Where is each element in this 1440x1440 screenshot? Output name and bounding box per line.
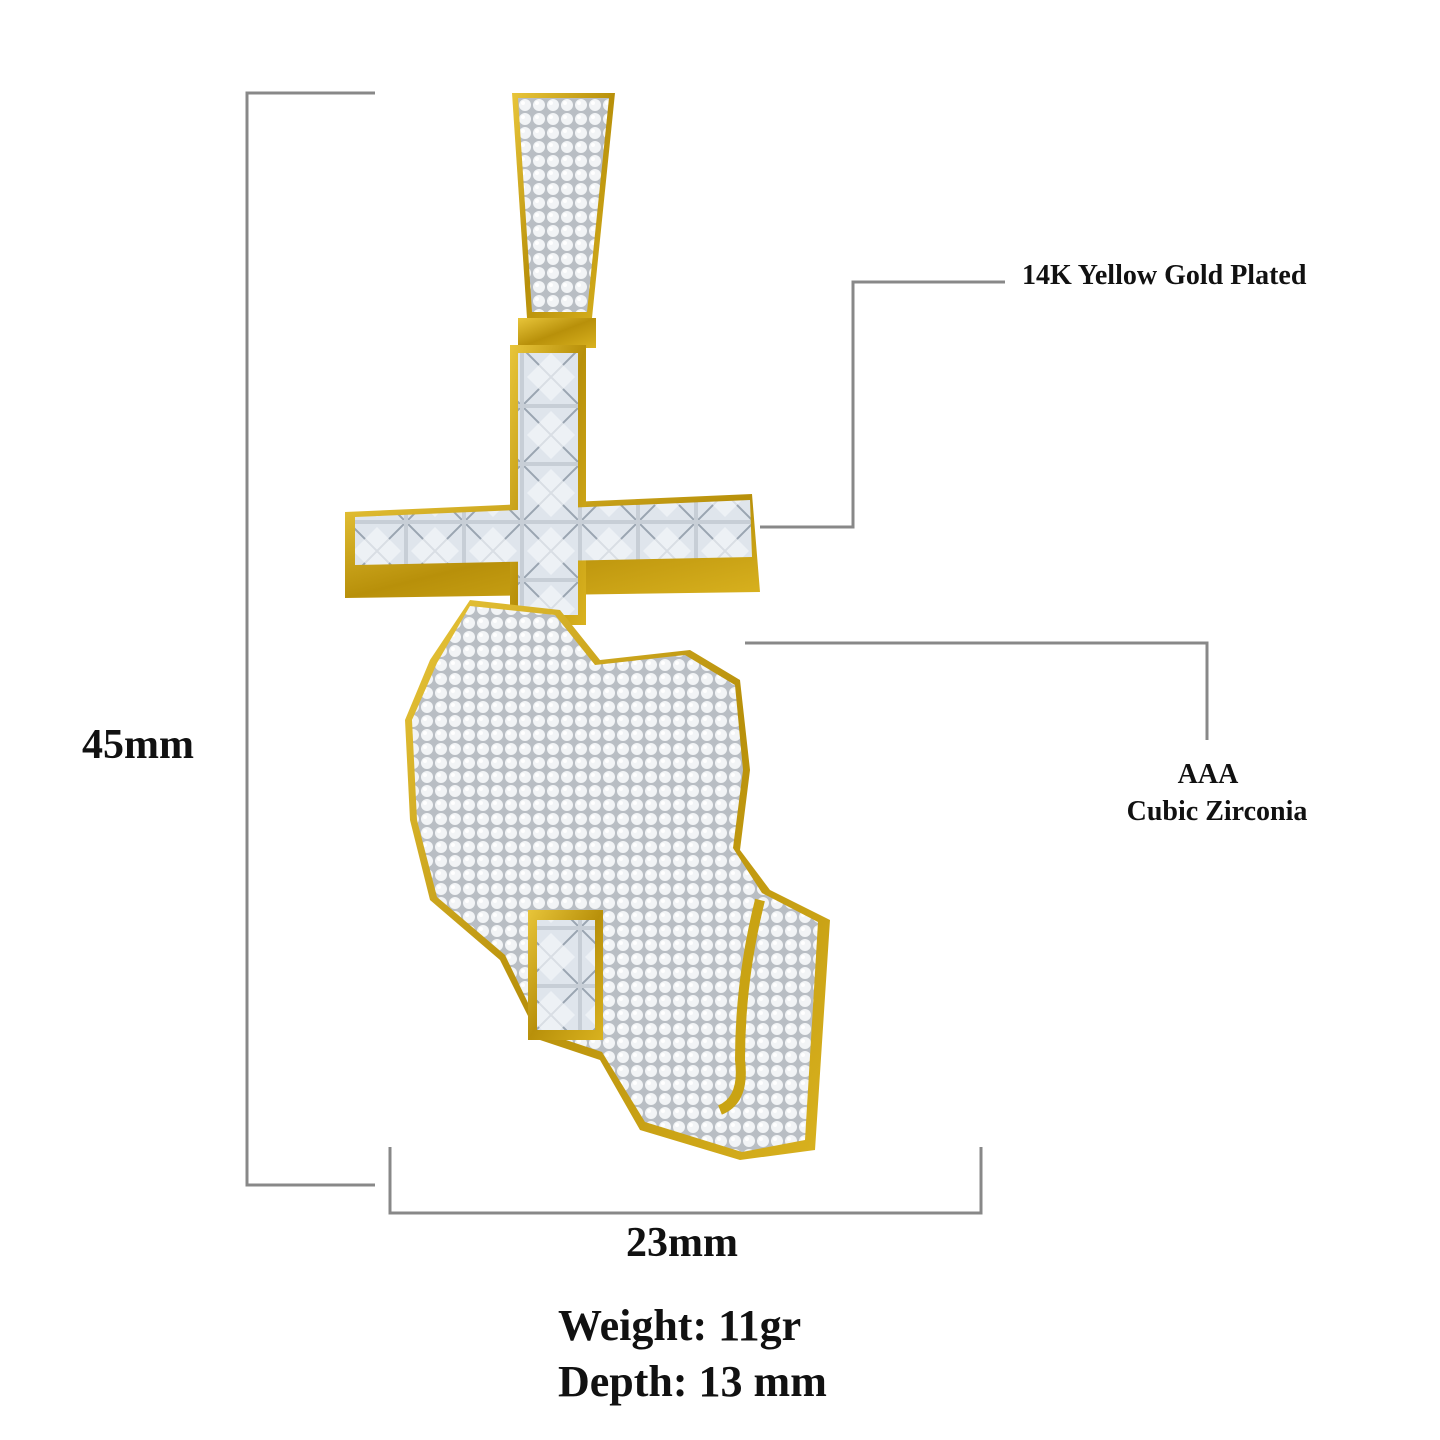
stone-type-label: Cubic Zirconia (1126, 796, 1308, 827)
bail (512, 93, 615, 348)
height-dimension-line (245, 91, 375, 1187)
cross (345, 345, 760, 625)
stone-callout-line (745, 641, 1209, 740)
weight-spec: Weight: 11gr (558, 1301, 802, 1350)
material-label: 14K Yellow Gold Plated (1022, 260, 1307, 291)
depth-spec: Depth: 13 mm (558, 1357, 827, 1406)
praying-hands (405, 600, 830, 1160)
material-callout-line (760, 280, 1005, 529)
height-label: 45mm (82, 722, 194, 768)
width-dimension-line (388, 1147, 983, 1215)
stone-grade-label: AAA (1177, 759, 1239, 790)
width-label: 23mm (626, 1220, 738, 1266)
